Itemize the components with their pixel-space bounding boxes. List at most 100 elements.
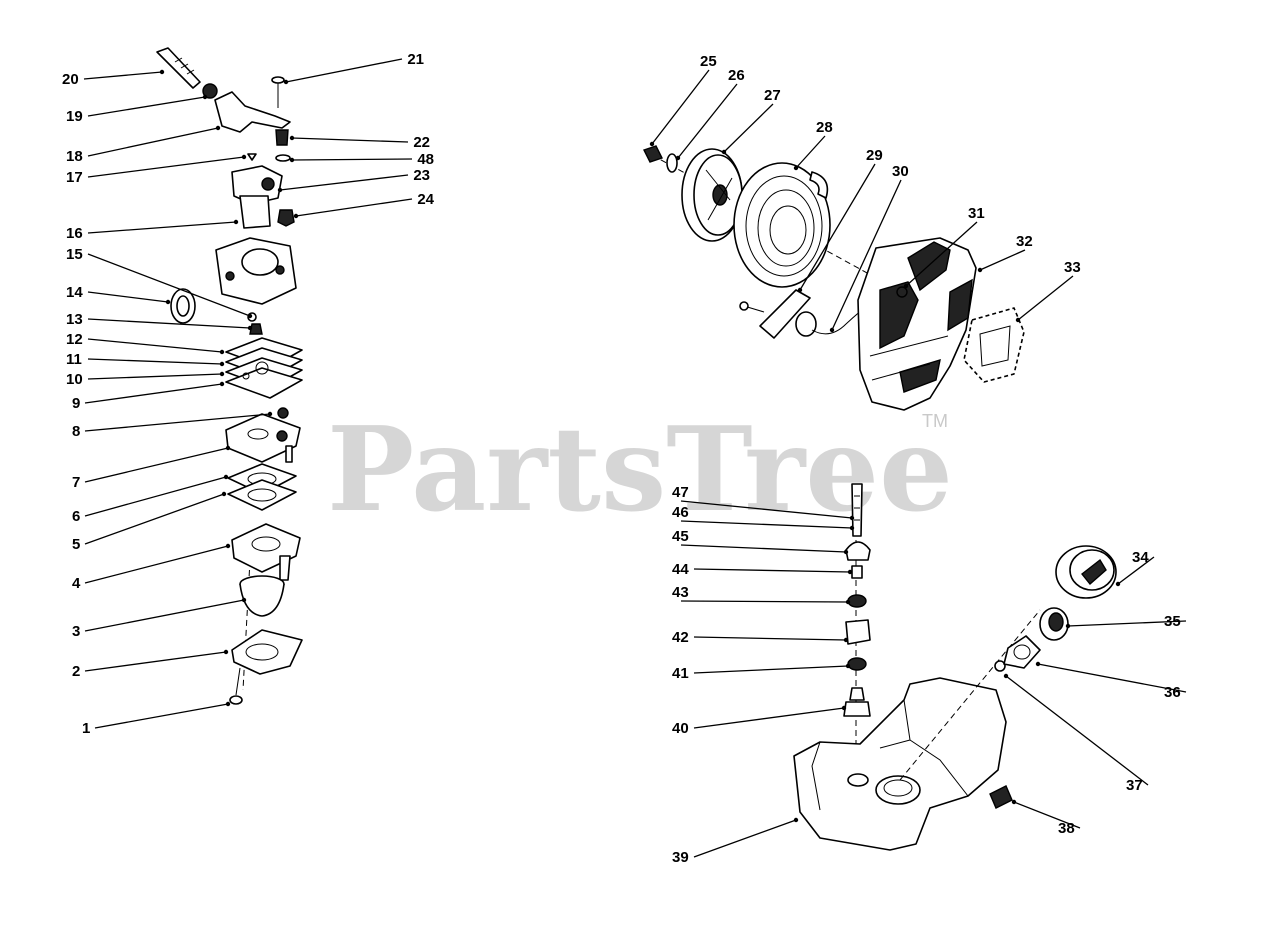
part-5-gasket[interactable] bbox=[227, 479, 297, 511]
callout-35[interactable]: 35 bbox=[1065, 613, 1187, 630]
callout-layer: 1234567891011121314151617181920212223242… bbox=[62, 51, 1187, 866]
callout-2[interactable]: 2 bbox=[72, 649, 229, 680]
callout-dot-13 bbox=[247, 325, 253, 331]
part-14-seal[interactable] bbox=[170, 288, 196, 324]
callout-5[interactable]: 5 bbox=[72, 491, 227, 553]
part-28-recoil-spring[interactable] bbox=[733, 162, 831, 288]
callout-36[interactable]: 36 bbox=[1035, 661, 1187, 701]
part-26-washer[interactable] bbox=[666, 153, 678, 173]
part-43-washer[interactable] bbox=[847, 594, 867, 608]
callout-dot-39 bbox=[793, 817, 799, 823]
callout-1[interactable]: 1 bbox=[82, 701, 231, 737]
callout-42[interactable]: 42 bbox=[672, 629, 849, 646]
callout-14[interactable]: 14 bbox=[66, 284, 171, 305]
callout-11[interactable]: 11 bbox=[66, 351, 225, 368]
callout-25[interactable]: 25 bbox=[649, 53, 717, 147]
callout-33[interactable]: 33 bbox=[1015, 259, 1081, 323]
part-33-decal[interactable] bbox=[963, 307, 1025, 383]
callout-24[interactable]: 24 bbox=[293, 191, 435, 219]
part-39-fuel-tank[interactable] bbox=[793, 677, 1007, 851]
part-19-washer[interactable] bbox=[202, 83, 218, 99]
callout-39[interactable]: 39 bbox=[672, 817, 799, 866]
callout-48[interactable]: 48 bbox=[289, 151, 434, 168]
callout-dot-10 bbox=[219, 371, 225, 377]
part-1-screw[interactable] bbox=[229, 667, 243, 705]
part-44-bushing[interactable] bbox=[851, 565, 863, 579]
callout-leader-8 bbox=[84, 413, 271, 432]
callout-6[interactable]: 6 bbox=[72, 474, 229, 525]
part-42-nut[interactable] bbox=[845, 619, 871, 645]
callout-28[interactable]: 28 bbox=[793, 119, 833, 171]
callout-7[interactable]: 7 bbox=[72, 445, 231, 491]
callout-47[interactable]: 47 bbox=[672, 484, 855, 521]
callout-44[interactable]: 44 bbox=[672, 561, 853, 578]
callout-8[interactable]: 8 bbox=[72, 411, 273, 440]
part-7-pump-body[interactable] bbox=[225, 413, 301, 463]
callout-leader-4 bbox=[84, 545, 229, 584]
part-3-primer-bulb[interactable] bbox=[239, 575, 285, 617]
callout-dot-27 bbox=[721, 149, 727, 155]
callout-20[interactable]: 20 bbox=[62, 69, 165, 88]
part-22-screw[interactable] bbox=[275, 129, 289, 146]
part-41-washer[interactable] bbox=[847, 657, 867, 671]
callout-21[interactable]: 21 bbox=[283, 51, 424, 85]
part-45-grommet[interactable] bbox=[845, 541, 871, 561]
callout-34[interactable]: 34 bbox=[1115, 549, 1155, 587]
callout-31[interactable]: 31 bbox=[903, 205, 985, 289]
callout-22[interactable]: 22 bbox=[289, 134, 430, 151]
part-16-carburetor-body[interactable] bbox=[215, 237, 297, 305]
callout-46[interactable]: 46 bbox=[672, 504, 855, 531]
part-18-lever[interactable] bbox=[214, 91, 291, 133]
callout-37[interactable]: 37 bbox=[1003, 673, 1149, 794]
part-8-washer[interactable] bbox=[277, 407, 289, 419]
part-27-pulley[interactable] bbox=[681, 148, 743, 242]
callout-16[interactable]: 16 bbox=[66, 219, 239, 242]
part-37-retainer[interactable] bbox=[994, 660, 1006, 672]
callout-29[interactable]: 29 bbox=[797, 147, 883, 293]
part-38-clip[interactable] bbox=[989, 785, 1013, 809]
callout-45[interactable]: 45 bbox=[672, 528, 849, 555]
callout-19[interactable]: 19 bbox=[66, 94, 208, 125]
part-23-throttle-barrel[interactable] bbox=[231, 165, 283, 205]
callout-30[interactable]: 30 bbox=[829, 163, 909, 333]
part-32-starter-housing[interactable] bbox=[857, 237, 977, 411]
callout-10[interactable]: 10 bbox=[66, 371, 225, 388]
part-33-decal-inner bbox=[979, 325, 1011, 367]
part-34-fuel-cap[interactable] bbox=[1055, 545, 1117, 599]
part-17-pin[interactable] bbox=[247, 153, 257, 161]
callout-23[interactable]: 23 bbox=[277, 167, 430, 193]
part-25-screw[interactable] bbox=[643, 145, 663, 163]
callout-12[interactable]: 12 bbox=[66, 331, 225, 355]
part-4-cover[interactable] bbox=[231, 523, 301, 581]
part-2-flange[interactable] bbox=[231, 629, 303, 675]
callout-26[interactable]: 26 bbox=[675, 67, 745, 161]
callout-4[interactable]: 4 bbox=[72, 543, 231, 592]
callout-32[interactable]: 32 bbox=[977, 233, 1033, 273]
part-20-screw[interactable] bbox=[156, 47, 201, 89]
callout-label-17: 17 bbox=[66, 169, 83, 186]
callout-9[interactable]: 9 bbox=[72, 381, 225, 412]
callout-17[interactable]: 17 bbox=[66, 154, 247, 186]
part-24-cap[interactable] bbox=[277, 209, 295, 227]
part-29-handle[interactable] bbox=[739, 289, 817, 339]
part-40-fuel-filter[interactable] bbox=[843, 687, 871, 717]
callout-leader-9 bbox=[84, 383, 223, 404]
callout-13[interactable]: 13 bbox=[66, 311, 253, 331]
part-35-cap-insert[interactable] bbox=[1039, 607, 1069, 641]
callout-38[interactable]: 38 bbox=[1011, 799, 1081, 837]
part-36-gasket[interactable] bbox=[1003, 635, 1041, 669]
callout-18[interactable]: 18 bbox=[66, 125, 221, 165]
callout-27[interactable]: 27 bbox=[721, 87, 781, 155]
part-48-washer[interactable] bbox=[275, 154, 291, 162]
callout-label-23: 23 bbox=[413, 167, 430, 184]
part-21-screw[interactable] bbox=[271, 76, 285, 108]
part-31-rope-guide[interactable] bbox=[896, 286, 908, 298]
callout-41[interactable]: 41 bbox=[672, 663, 851, 682]
callout-15[interactable]: 15 bbox=[66, 246, 253, 319]
part-16-tube[interactable] bbox=[239, 195, 271, 229]
callout-3[interactable]: 3 bbox=[72, 597, 247, 640]
parts-9-12-gasket-stack[interactable] bbox=[225, 337, 303, 399]
callout-43[interactable]: 43 bbox=[672, 584, 851, 605]
part-13-needle[interactable] bbox=[249, 323, 263, 335]
callout-40[interactable]: 40 bbox=[672, 705, 847, 737]
